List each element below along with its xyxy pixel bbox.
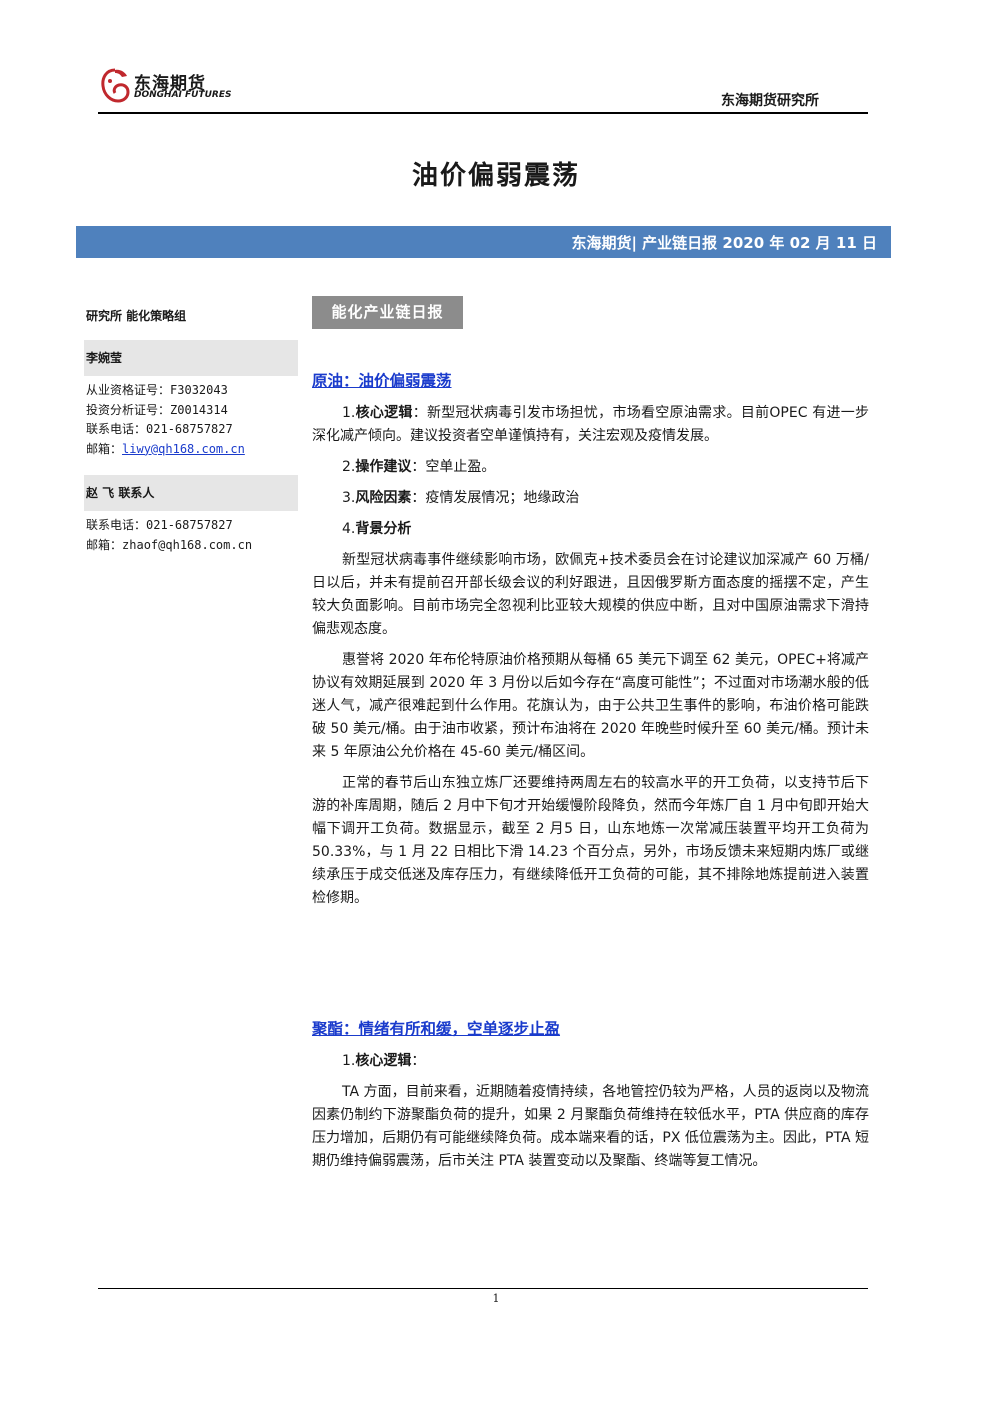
risk-factors: 3.风险因素：疫情发展情况；地缘政治 bbox=[342, 490, 580, 506]
main-content: 原油：油价偏弱震荡 1.核心逻辑：新型冠状病毒引发市场担忧，市场看空原油需求。目… bbox=[312, 368, 869, 1173]
section-title-polyester[interactable]: 聚酯：情绪有所和缓，空单逐步止盈 bbox=[312, 1020, 561, 1038]
logo-chinese-name: 东海期货 bbox=[134, 74, 206, 94]
analyst-info-line: 投资分析证号：Z0014314 bbox=[86, 402, 228, 417]
author-sidebar: 研究所 能化策略组 李婉莹 从业资格证号：F3032043 投资分析证号：Z00… bbox=[84, 305, 298, 555]
background-paragraph: 新型冠状病毒事件继续影响市场，欧佩克+技术委员会在讨论建议加深减产 60 万桶/… bbox=[312, 552, 869, 637]
analyst-email-line: 邮箱：liwy@qh168.com.cn bbox=[86, 441, 245, 456]
background-paragraph: 惠誉将 2020 年布伦特原油价格预期从每桶 65 美元下调至 62 美元，OP… bbox=[312, 652, 869, 760]
department-label: 研究所 能化策略组 bbox=[86, 309, 187, 323]
dragon-logo-icon bbox=[101, 68, 130, 103]
analyst-email-link[interactable]: liwy@qh168.com.cn bbox=[122, 441, 245, 456]
banner-text: 东海期货| 产业链日报 2020 年 02 月 11 日 bbox=[571, 234, 877, 252]
header-divider bbox=[98, 112, 868, 114]
background-heading: 4.背景分析 bbox=[342, 521, 412, 537]
contact-email: zhaof@qh168.com.cn bbox=[122, 537, 253, 552]
background-paragraph: 正常的春节后山东独立炼厂还要维持两周左右的较高水平的开工负荷，以支持节后下游的补… bbox=[312, 775, 869, 906]
contact-name: 赵 飞 联系人 bbox=[84, 475, 298, 511]
contact-email-line: 邮箱：zhaof@qh168.com.cn bbox=[86, 537, 253, 552]
section-title-crude-oil[interactable]: 原油：油价偏弱震荡 bbox=[312, 372, 452, 390]
polyester-paragraph: TA 方面，目前来看，近期随着疫情持续，各地管控仍较为严格，人员的返岗以及物流因… bbox=[312, 1084, 869, 1169]
footer-divider bbox=[98, 1288, 868, 1289]
logo-english-name: DONGHAI FUTURES bbox=[134, 90, 232, 100]
analyst-info-line: 联系电话：021-68757827 bbox=[86, 422, 233, 436]
document-title: 油价偏弱震荡 bbox=[411, 161, 580, 191]
page-number: 1 bbox=[492, 1292, 500, 1305]
analyst-info-line: 从业资格证号：F3032043 bbox=[86, 383, 228, 397]
analyst-name: 李婉莹 bbox=[84, 340, 298, 376]
company-logo: 东海期货 DONGHAI FUTURES bbox=[98, 66, 232, 108]
core-logic-heading: 1.核心逻辑： bbox=[342, 1053, 426, 1069]
report-category-tag: 能化产业链日报 bbox=[312, 296, 463, 329]
contact-info-line: 联系电话：021-68757827 bbox=[86, 518, 233, 532]
report-banner: 东海期货| 产业链日报 2020 年 02 月 11 日 bbox=[76, 226, 891, 258]
organization-name: 东海期货研究所 bbox=[721, 93, 819, 109]
operation-advice: 2.操作建议：空单止盈。 bbox=[342, 459, 496, 475]
core-logic-paragraph: 1.核心逻辑：新型冠状病毒引发市场担忧，市场看空原油需求。目前OPEC 有进一步… bbox=[312, 405, 869, 444]
